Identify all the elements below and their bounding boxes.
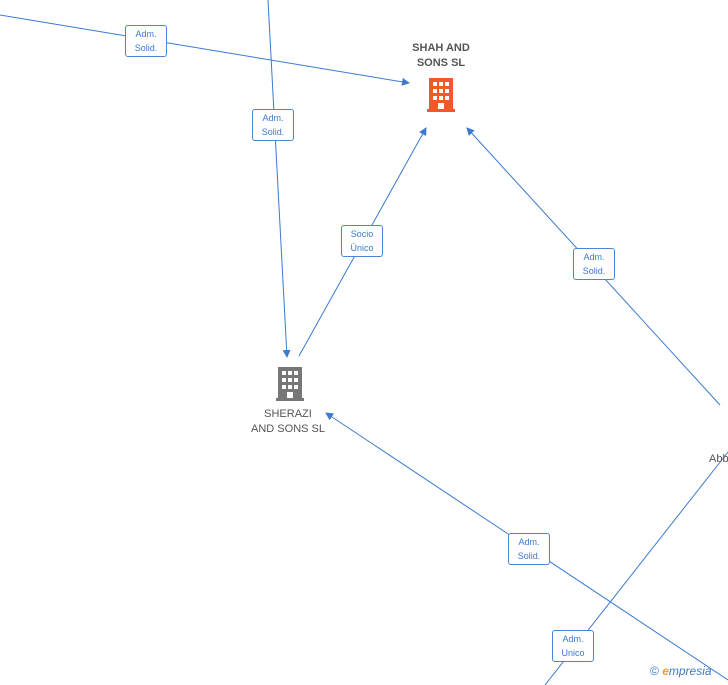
edge-label-socio-unico[interactable]: Socio Único — [341, 225, 383, 257]
edge-label-line: Adm. — [562, 634, 584, 644]
edge-label-line: Único — [350, 243, 374, 253]
building-icon[interactable] — [276, 367, 304, 401]
brand-name: mpresia — [668, 664, 712, 678]
edge-label-line: Solid. — [582, 266, 606, 276]
node-label-line: Abb — [709, 453, 728, 465]
node-label-line: SHAH AND — [412, 42, 470, 54]
edge-label-line: Adm. — [583, 252, 605, 262]
edge-label-adm-solid[interactable]: Adm. Solid. — [252, 109, 294, 141]
copyright-symbol: © — [650, 664, 659, 678]
node-label-sherazi[interactable]: SHERAZI AND SONS SL — [238, 407, 338, 437]
building-icon[interactable] — [427, 78, 455, 112]
edge-label-adm-solid[interactable]: Adm. Solid. — [125, 25, 167, 57]
brand-initial: e — [662, 664, 669, 678]
node-label-abb-partial[interactable]: Abb — [709, 452, 728, 467]
edge-label-adm-solid[interactable]: Adm. Solid. — [508, 533, 550, 565]
node-label-line: SHERAZI — [264, 408, 312, 420]
edge-line-top-to-sherazi — [267, 0, 291, 358]
edge-label-line: Adm. — [262, 113, 284, 123]
edge-label-line: Solid. — [517, 551, 541, 561]
edge-label-adm-solid[interactable]: Adm. Solid. — [573, 248, 615, 280]
edge-label-line: Solid. — [261, 127, 285, 137]
empresia-watermark: © empresia — [650, 664, 712, 678]
edge-label-line: Adm. — [518, 537, 540, 547]
node-label-line: SONS SL — [416, 57, 466, 69]
edge-line-topleft-to-shah — [0, 14, 410, 86]
edge-label-line: Unico — [561, 648, 585, 658]
edge-label-line: Adm. — [135, 29, 157, 39]
edge-label-adm-unico[interactable]: Adm. Unico — [552, 630, 594, 662]
edge-label-line: Solid. — [134, 43, 158, 53]
edge-label-line: Socio — [350, 229, 374, 239]
node-label-shah[interactable]: SHAH AND SONS SL — [395, 41, 487, 71]
node-label-line: AND SONS SL — [251, 423, 325, 435]
